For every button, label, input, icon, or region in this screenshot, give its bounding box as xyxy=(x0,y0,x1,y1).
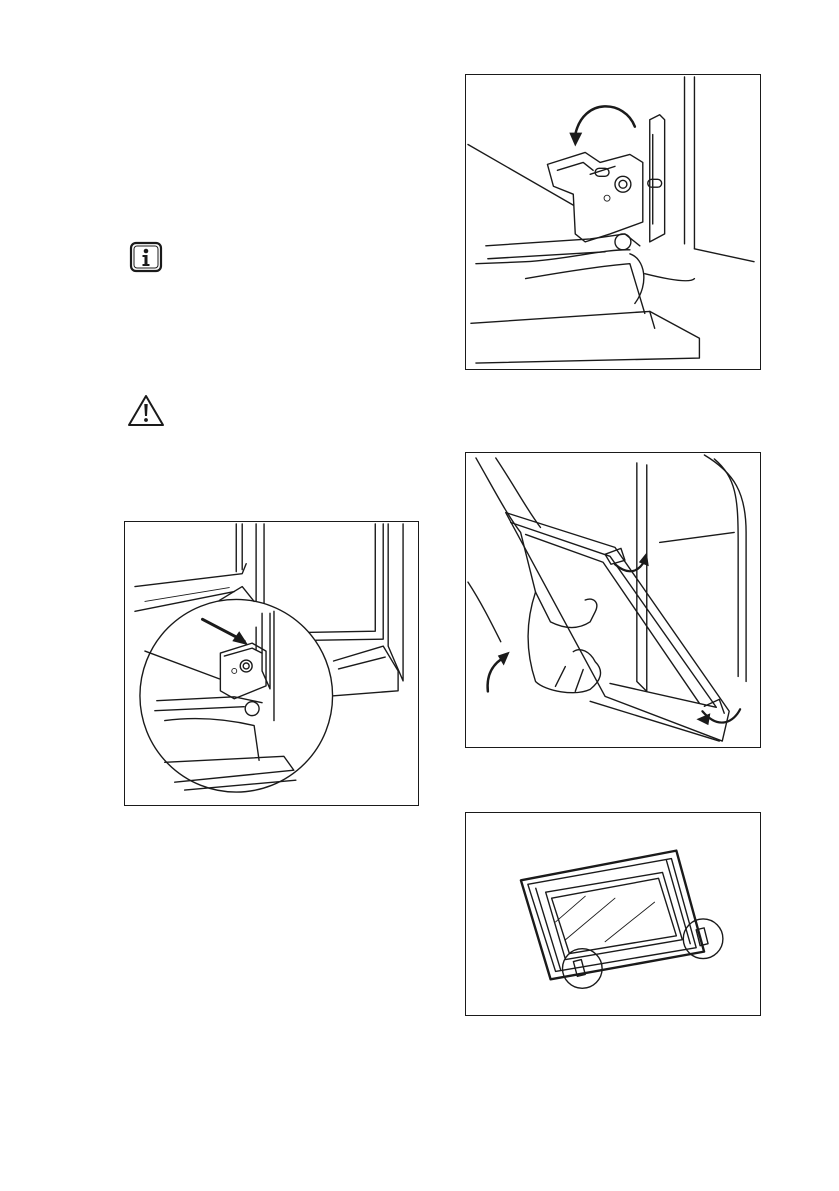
door-glass-panel-illustration xyxy=(465,812,761,1016)
hinge-lever-detail-illustration xyxy=(124,521,419,806)
door-lift-off-illustration xyxy=(465,452,761,748)
hinge-rotate-illustration xyxy=(465,74,761,370)
warning-icon xyxy=(127,394,165,428)
info-icon xyxy=(129,241,163,273)
